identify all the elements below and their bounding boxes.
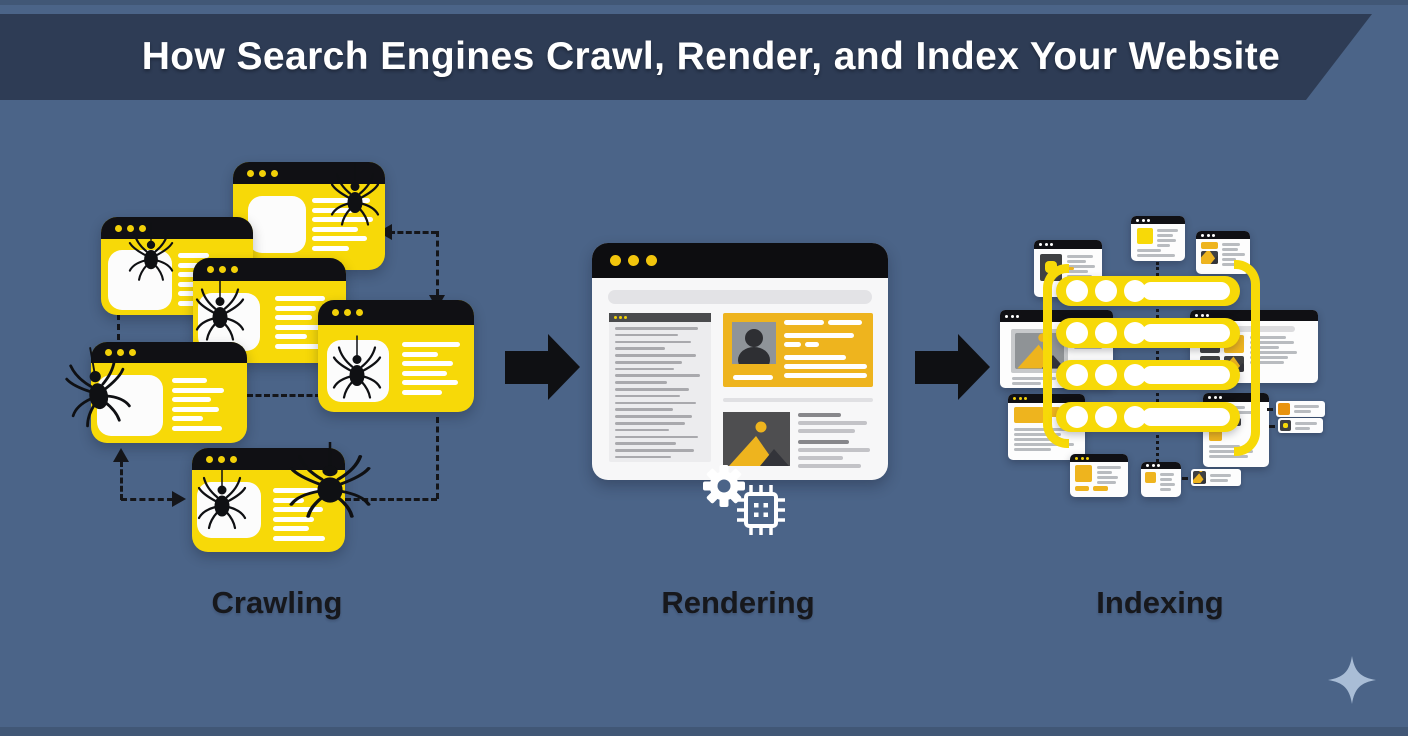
text-lines <box>402 342 464 400</box>
server-stack-icon <box>1056 318 1240 348</box>
spider-icon <box>289 440 371 519</box>
spider-icon <box>197 464 247 530</box>
dashed-link-arrow-icon <box>436 231 439 295</box>
page-image-placeholder <box>248 196 306 253</box>
text-lines <box>1012 377 1064 387</box>
dashed-link-arrow-icon <box>113 448 129 462</box>
mountain-photo-icon <box>1193 471 1206 484</box>
article-text-lines <box>798 413 875 437</box>
spider-icon <box>60 340 133 430</box>
text-lines <box>1209 445 1263 460</box>
address-bar <box>608 290 872 304</box>
window-dots-icon <box>1070 454 1128 462</box>
dashed-link-arrow-icon <box>120 461 123 500</box>
indexed-page-thumbnail <box>1131 216 1185 261</box>
sparkle-icon <box>1328 656 1376 704</box>
dashed-link-arrow-icon <box>247 394 321 397</box>
dashed-link-arrow-icon <box>436 417 439 499</box>
server-stack-icon <box>1056 276 1240 306</box>
text-lines <box>273 488 328 546</box>
window-dots-icon <box>1131 216 1185 224</box>
text-lines <box>275 296 331 354</box>
window-dots-icon <box>1196 231 1250 239</box>
mountain-photo-icon <box>1201 251 1218 264</box>
profile-card <box>723 313 873 387</box>
article-text-lines <box>798 440 875 472</box>
crawl-page-window-1 <box>233 162 385 270</box>
text-lines <box>1097 466 1123 486</box>
text-lines <box>1222 243 1246 268</box>
mountain-photo-icon <box>729 421 789 466</box>
index-result-row <box>1276 401 1325 417</box>
bottom-edge-strip <box>0 727 1408 736</box>
dashed-link-arrow-icon <box>389 231 437 234</box>
article-image-placeholder <box>723 412 790 466</box>
dashed-link-arrow-icon <box>1267 408 1273 411</box>
index-result-row <box>1278 418 1323 433</box>
window-dots-icon <box>318 300 474 325</box>
dashed-link-arrow-icon <box>117 314 120 340</box>
dashed-link-arrow-icon <box>1269 425 1275 428</box>
text-lines <box>1137 249 1179 259</box>
window-dots-icon <box>1034 240 1102 249</box>
content-divider <box>723 398 873 402</box>
window-dots-icon <box>193 258 346 281</box>
server-stack-icon <box>1056 402 1240 432</box>
window-dots-icon <box>1203 393 1269 402</box>
text-lines <box>1014 428 1078 453</box>
text-lines <box>1160 473 1177 493</box>
index-bracket-left <box>1043 264 1069 448</box>
window-dots-icon <box>91 342 247 363</box>
window-dots-icon <box>192 448 345 470</box>
top-edge-strip <box>0 0 1408 5</box>
code-text-lines <box>615 327 705 463</box>
spider-icon <box>128 221 174 281</box>
indexed-page-thumbnail <box>1141 462 1181 497</box>
window-dots-icon <box>101 217 253 239</box>
index-result-row <box>1191 469 1241 486</box>
crawling-label: Crawling <box>211 585 343 620</box>
gear-icon <box>703 465 745 507</box>
dashed-link-arrow-icon <box>121 498 173 501</box>
dashed-link-arrow-icon <box>172 491 186 507</box>
dashed-link-arrow-icon <box>1182 477 1188 480</box>
window-dots-icon <box>233 162 385 184</box>
window-dots-icon <box>609 313 711 322</box>
dashed-link-arrow-icon <box>345 498 437 501</box>
spider-icon <box>195 276 245 341</box>
page-title: How Search Engines Crawl, Render, and In… <box>141 35 1281 78</box>
cpu-chip-icon <box>737 485 785 535</box>
spider-icon <box>330 161 380 226</box>
person-photo-placeholder <box>732 322 776 373</box>
text-lines <box>1250 336 1302 366</box>
window-dots-icon <box>1141 462 1181 469</box>
text-lines <box>1157 229 1180 249</box>
text-lines <box>172 378 228 436</box>
title-banner: How Search Engines Crawl, Render, and In… <box>0 14 1372 100</box>
spider-icon <box>332 334 382 399</box>
person-silhouette-icon <box>738 329 770 373</box>
flow-arrow-icon <box>958 334 990 400</box>
server-stack-icon <box>1056 360 1240 390</box>
rendering-label: Rendering <box>661 585 815 620</box>
index-bracket-right <box>1234 260 1260 456</box>
flow-arrow-icon <box>548 334 580 400</box>
indexing-label: Indexing <box>1096 585 1224 620</box>
window-dots-icon <box>592 243 888 278</box>
text-lines <box>1210 474 1238 484</box>
source-code-panel <box>609 313 711 462</box>
text-lines <box>1294 405 1322 415</box>
flow-arrow-icon <box>505 351 548 384</box>
indexed-page-thumbnail <box>1070 454 1128 497</box>
rendered-browser-window <box>592 243 888 480</box>
flow-arrow-icon <box>915 351 958 384</box>
text-lines <box>1295 422 1321 432</box>
